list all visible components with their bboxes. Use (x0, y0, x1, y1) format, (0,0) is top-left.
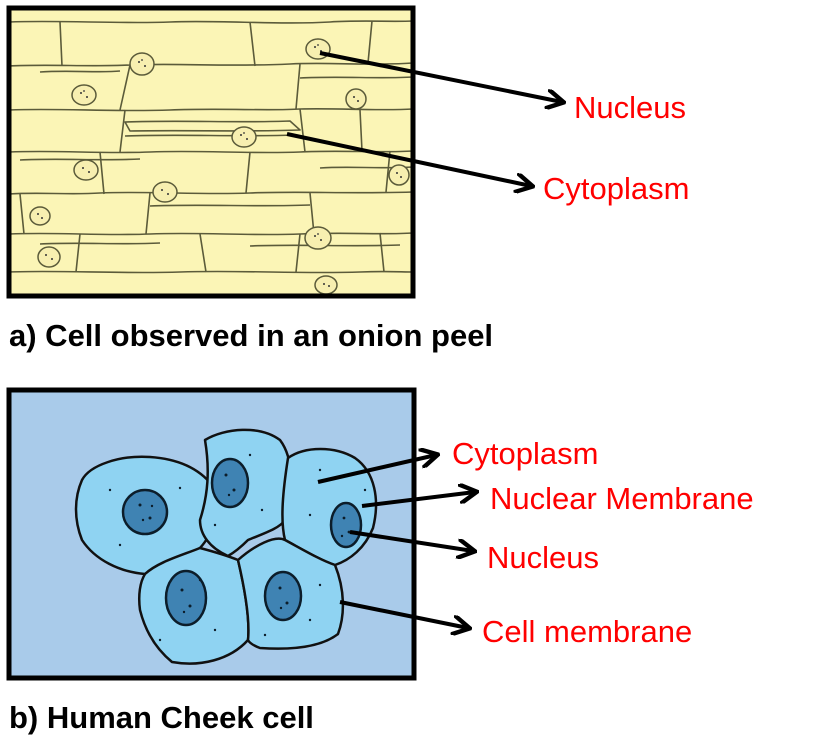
cheek-granules (108, 453, 367, 642)
cheek-cell-panel: Cytoplasm Nuclear Membrane Nucleus Cell … (6, 387, 754, 735)
cheek-nuclei (121, 457, 363, 627)
onion-peel-frame (6, 5, 416, 299)
onion-cells (9, 20, 413, 274)
nucleus-arrow-b (349, 530, 473, 551)
label-cytoplasm-a: Cytoplasm (543, 171, 689, 206)
label-nuclear-membrane-b: Nuclear Membrane (490, 481, 754, 516)
label-nucleus-a: Nucleus (574, 90, 686, 125)
label-cytoplasm-b: Cytoplasm (452, 436, 598, 471)
onion-peel-panel: Nucleus Cytoplasm a) Cell observed in an… (6, 5, 689, 353)
cell-membrane-arrow-b (339, 600, 468, 628)
label-nucleus-b: Nucleus (487, 540, 599, 575)
caption-cheek-cell: b) Human Cheek cell (9, 700, 314, 735)
cytoplasm-arrow-a (286, 132, 531, 186)
caption-onion-peel: a) Cell observed in an onion peel (9, 318, 493, 353)
cheek-cell-frame (6, 387, 417, 681)
label-cell-membrane-b: Cell membrane (482, 614, 692, 649)
cytoplasm-arrow-b (317, 455, 436, 484)
nucleus-arrow-a (319, 51, 562, 102)
nuclear-membrane-arrow-b (361, 492, 475, 508)
onion-nuclei (29, 38, 410, 295)
